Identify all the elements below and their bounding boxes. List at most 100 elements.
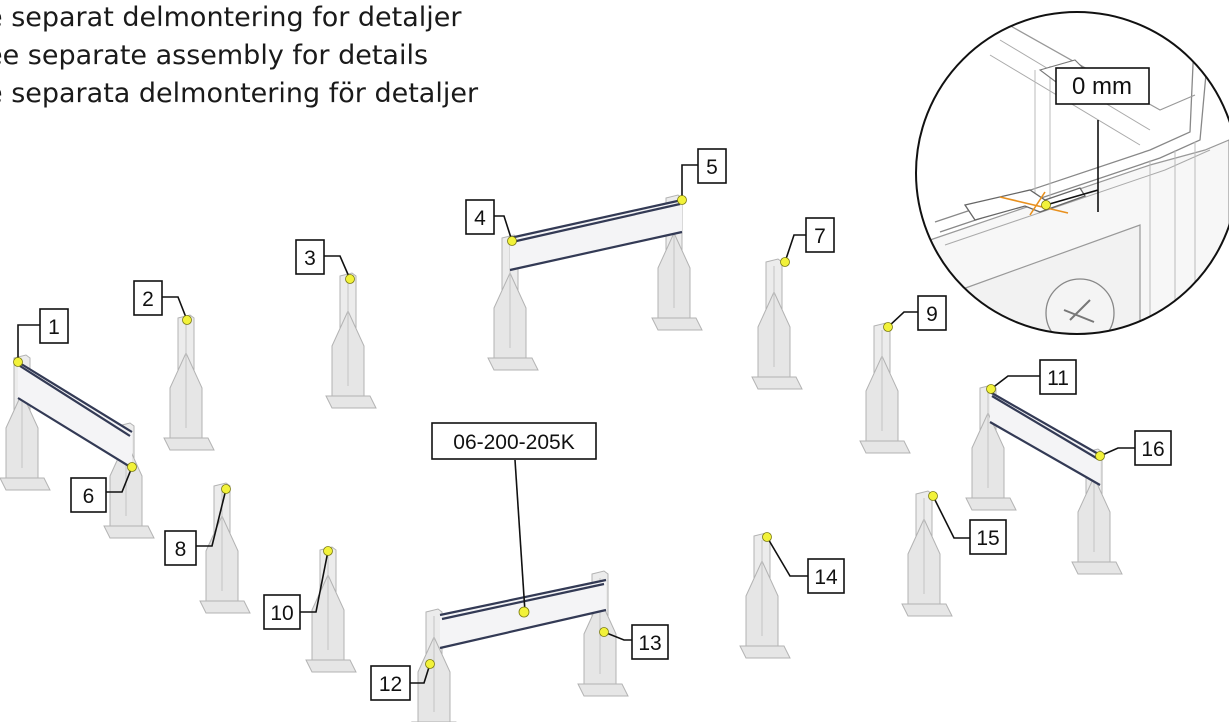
callout-box	[164, 530, 197, 566]
callout-leader	[766, 536, 808, 577]
callout-16: 16	[1095, 430, 1172, 466]
part-callout: 06-200-205K	[431, 422, 597, 618]
detail-marker	[1041, 200, 1051, 210]
callout-leader	[106, 466, 133, 493]
callout-number: 3	[304, 247, 316, 270]
callout-box	[807, 558, 845, 594]
post	[199, 482, 251, 614]
detail-label-box	[1055, 67, 1150, 105]
callout-number: 12	[379, 673, 402, 696]
callout-2: 2	[133, 280, 192, 325]
callout-number: 13	[638, 632, 661, 655]
callout-marker	[127, 462, 137, 472]
callout-marker	[986, 384, 996, 394]
callout-leader	[932, 495, 970, 539]
callout-box	[1039, 359, 1077, 395]
detail-profile-drawing	[929, 19, 1229, 334]
callout-box	[1134, 430, 1172, 466]
callout-leader	[1099, 447, 1135, 457]
callout-10: 10	[263, 546, 333, 630]
callout-3: 3	[295, 239, 355, 284]
callout-marker	[323, 546, 333, 556]
callout-box	[465, 199, 495, 235]
callout-leader	[196, 488, 227, 547]
part-marker	[518, 606, 530, 618]
callout-13: 13	[599, 624, 669, 660]
detail-leader	[1045, 120, 1099, 212]
callout-5: 5	[677, 148, 727, 205]
callout-number: 6	[83, 485, 95, 508]
callout-box	[631, 624, 669, 660]
callout-number: 7	[814, 225, 826, 248]
panel-top	[509, 198, 683, 272]
post	[739, 532, 791, 659]
callout-7: 7	[780, 217, 835, 267]
post	[901, 490, 953, 617]
callout-12: 12	[370, 659, 435, 701]
callout-6: 6	[70, 462, 137, 513]
callout-marker	[425, 659, 435, 669]
callout-1: 1	[13, 308, 69, 367]
callout-marker	[677, 195, 687, 205]
callout-box	[295, 239, 325, 275]
post	[305, 546, 357, 673]
callout-leader	[300, 550, 329, 613]
note-english: ee separate assembly for details	[0, 40, 429, 71]
callout-marker	[13, 357, 23, 367]
callout-number: 11	[1047, 367, 1069, 390]
callout-leader	[681, 164, 698, 200]
callout-leader	[784, 234, 806, 263]
callout-box	[39, 308, 69, 344]
callout-marker	[221, 484, 231, 494]
callout-number: 4	[474, 207, 486, 230]
note-norwegian: e separat delmontering for detaljer	[0, 2, 462, 33]
panel-left	[17, 361, 133, 469]
callout-4: 4	[465, 199, 517, 246]
post	[751, 258, 803, 390]
callout-number: 1	[48, 316, 60, 339]
callout-number: 9	[926, 303, 938, 326]
callout-marker	[762, 532, 772, 542]
callout-marker	[780, 257, 790, 267]
note-swedish: e separata delmontering för detaljer	[0, 78, 479, 109]
part-label-box	[431, 422, 597, 460]
post	[411, 608, 457, 722]
callout-leader	[603, 631, 632, 641]
callout-leader	[162, 296, 188, 321]
callout-marker	[182, 315, 192, 325]
callout-leader	[990, 375, 1040, 390]
callout-number: 16	[1141, 438, 1164, 461]
callout-leader	[887, 311, 918, 328]
callout-number: 10	[270, 602, 293, 625]
callout-9: 9	[883, 295, 947, 332]
callout-box	[133, 280, 163, 316]
callout-marker	[928, 491, 938, 501]
callout-box	[805, 217, 835, 253]
callout-box	[70, 477, 107, 513]
panel-right	[989, 391, 1101, 486]
callout-box	[263, 594, 301, 630]
callout-number: 8	[175, 538, 187, 561]
callout-marker	[507, 236, 517, 246]
post	[859, 322, 911, 454]
callout-leader	[17, 324, 40, 362]
post	[325, 272, 377, 409]
detail-circle-border	[915, 11, 1229, 335]
post	[163, 314, 215, 451]
callout-number: 5	[706, 156, 718, 179]
callout-marker	[1095, 451, 1105, 461]
callout-8: 8	[164, 484, 231, 566]
callout-box	[697, 148, 727, 184]
callout-marker	[883, 322, 893, 332]
callout-box	[969, 519, 1007, 555]
callout-leader	[324, 255, 351, 280]
callout-leader	[410, 663, 431, 684]
callout-leader	[494, 215, 513, 242]
callout-number: 14	[814, 566, 838, 589]
part-label: 06-200-205K	[453, 431, 574, 454]
callout-box	[370, 665, 411, 701]
callout-11: 11	[986, 359, 1077, 395]
